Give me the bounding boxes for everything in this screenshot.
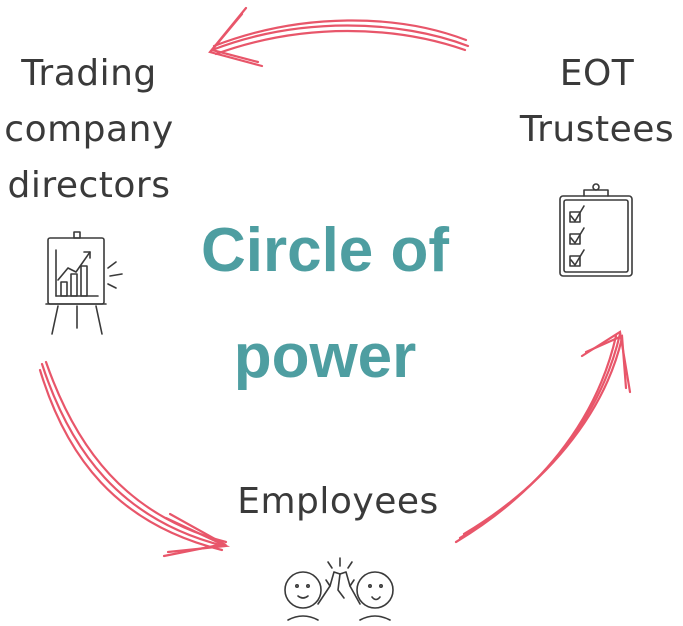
trustees-line-1: EOT [559, 53, 635, 94]
employees-line: Employees [237, 481, 439, 522]
directors-line-2: company [4, 109, 174, 150]
arrow-directors-to-employees [38, 360, 231, 558]
title-line-1: Circle of [200, 216, 450, 285]
arrow-employees-to-trustees [454, 330, 632, 544]
trustees-line-2: Trustees [519, 109, 675, 150]
node-label-employees: Employees [222, 474, 454, 530]
node-label-trustees: EOT Trustees [512, 46, 682, 158]
directors-line-3: directors [7, 165, 171, 206]
directors-line-1: Trading [21, 53, 157, 94]
arrow-trustees-to-directors [208, 6, 470, 68]
node-label-directors: Trading company directors [0, 46, 178, 214]
title-line-2: power [233, 322, 417, 391]
diagram-title: Circle of power [160, 198, 490, 410]
